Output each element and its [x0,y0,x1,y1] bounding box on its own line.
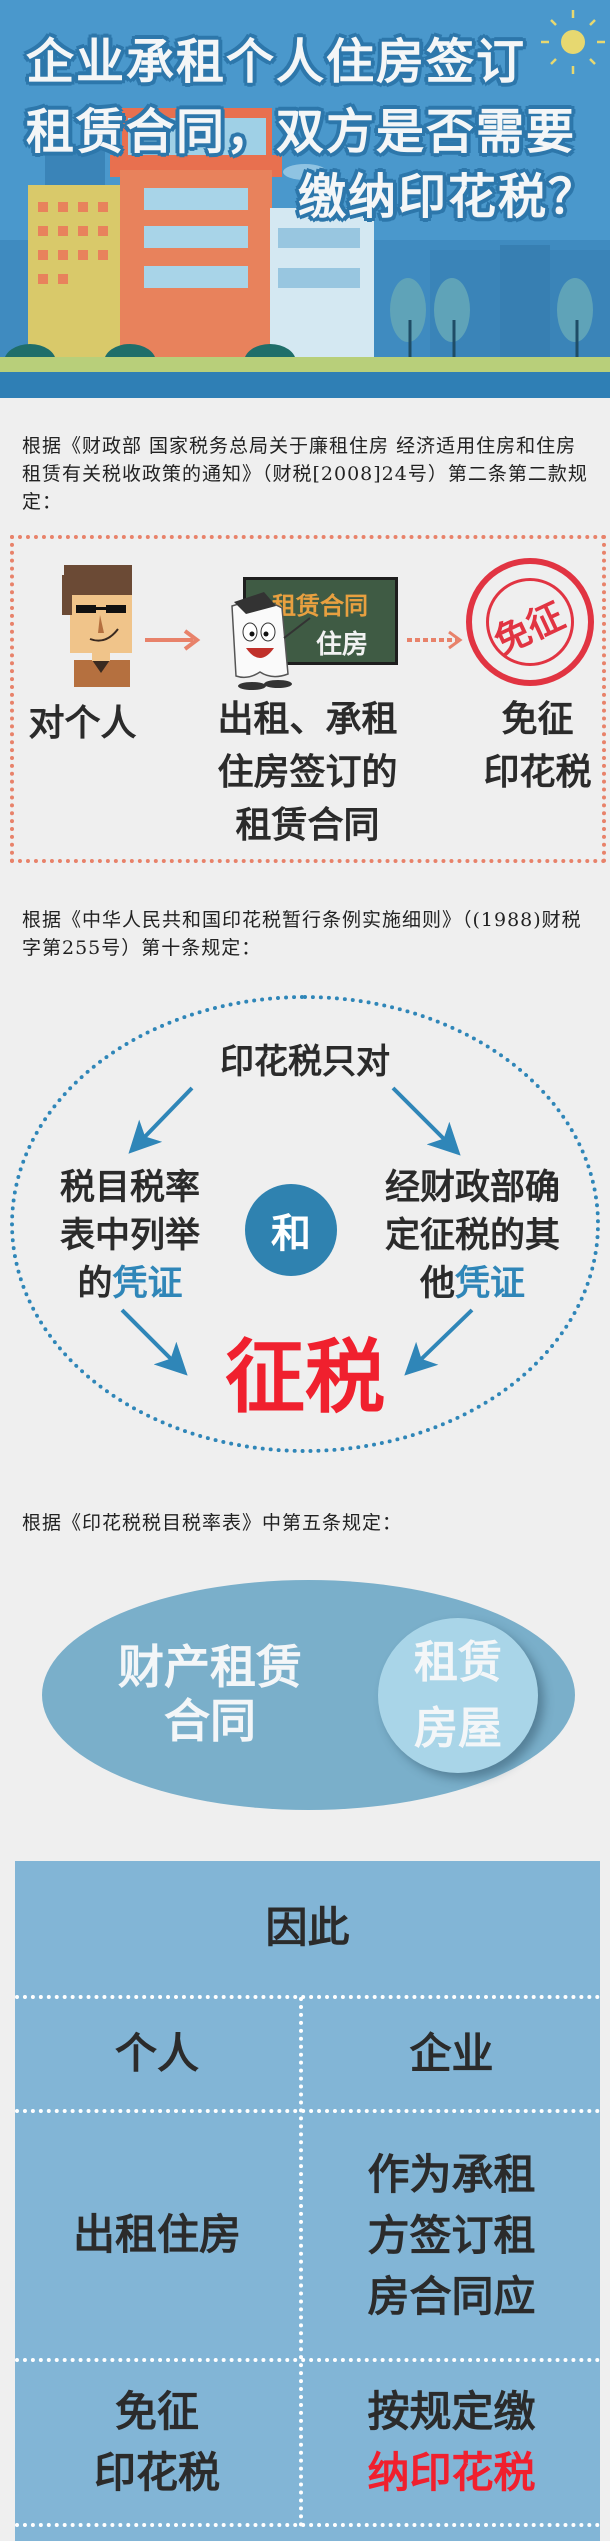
arrow-top-right [391,1086,461,1156]
house-lease-line-2: 房屋 [414,1703,502,1754]
house-lease-circle [378,1618,538,1773]
house-lease-label: 租赁 房屋 [388,1630,528,1762]
other-line-2: 定征税的其 [384,1216,560,1256]
chalkboard-title: 租赁合同 [272,592,368,620]
enterprise-line-2: 方签订租 [367,2211,536,2260]
property-lease-line-2: 合同 [164,1694,256,1748]
individual-result-line-2: 印花税 [93,2448,220,2497]
and-circle: 和 [245,1184,337,1276]
other-prefix: 他 [419,1264,455,1304]
chalkboard-subtitle: 住房 [316,630,369,660]
other-line-3: 他凭证 [365,1260,580,1308]
enterprise-line-1: 作为承租 [367,2150,536,2199]
enterprise-lessee: 作为承租 方签订租 房合同应 [303,2113,600,2358]
arrow-bottom-right [404,1308,474,1376]
label-exempt-line-2: 印花税 [483,752,592,793]
cloud-icon [283,164,327,180]
flow-arrows [120,1086,474,1376]
contract-scroll-character-icon [231,592,311,690]
listed-prefix: 的 [77,1264,113,1304]
individual-result-line-1: 免征 [114,2387,199,2436]
label-lease-contract: 出租、承租 住房签订的 租赁合同 [195,693,420,852]
sun-icon [541,10,605,74]
listed-highlight: 凭证 [112,1264,183,1304]
title-line-3: 缴纳印花税？ [297,169,598,225]
arrow-top-left [128,1086,194,1154]
label-exempt: 免征 印花税 [470,693,605,799]
label-exempt-line-1: 免征 [501,699,574,740]
enterprise-result: 按规定缴 纳印花税 [303,2362,600,2522]
divider-4 [15,2523,600,2527]
taxation-ellipse [10,995,600,1453]
label-individual: 对个人 [28,703,137,744]
column-divider [299,1997,303,2527]
column-header-enterprise: 企业 [409,2028,494,2078]
arrow-right-icon [145,629,201,651]
property-lease-line-1: 财产租赁 [118,1640,302,1694]
arrow-bottom-left [120,1308,188,1376]
column-header-individual: 个人 [114,2028,199,2078]
citation-3: 根据《印花税税目税率表》中第五条规定： [22,1512,403,1534]
person-icon [62,565,132,687]
other-highlight: 凭证 [455,1264,526,1304]
listed-vouchers-label: 税目税率 表中列举 的凭证 [35,1164,225,1308]
dotted-arrow-icon [407,630,463,650]
divider-2 [15,2109,600,2113]
listed-line-1: 税目税率 [59,1168,200,1208]
levy-tax-label: 征税 [225,1331,385,1424]
header-banner: 企业承租个人住房签订 租赁合同，双方是否需要 缴纳印花税？ [0,0,610,398]
property-lease-label: 财产租赁 合同 [95,1640,325,1748]
city-illustration [0,10,610,398]
exemption-box [10,535,606,863]
divider-3 [15,2358,600,2362]
house-lease-line-1: 租赁 [414,1637,502,1688]
title-line-2: 租赁合同，双方是否需要 [26,104,577,160]
other-vouchers-label: 经财政部确 定征税的其 他凭证 [365,1164,580,1308]
enterprise-result-line-1: 按规定缴 [367,2387,536,2436]
label-lease-line-1: 出租、承租 [217,699,398,740]
exempt-stamp: 免征 [466,558,594,686]
enterprise-result-line-2: 纳印花税 [367,2448,536,2497]
listed-line-3: 的凭证 [35,1260,225,1308]
label-lease-line-2: 住房签订的 [217,752,398,793]
divider-1 [15,1995,600,1999]
conclusion-title: 因此 [265,1902,350,1952]
label-lease-line-3: 租赁合同 [235,805,380,846]
citation-1: 根据《财政部 国家税务总局关于廉租住房 经济适用住房和住房租赁有关税收政策的通知… [22,435,588,513]
citation-2: 根据《中华人民共和国印花税暂行条例实施细则》（(1988)财税字第255号）第十… [22,909,582,959]
stamp-tax-only-label: 印花税只对 [220,1042,390,1082]
individual-result: 免征 印花税 [15,2362,299,2522]
enterprise-line-3: 房合同应 [367,2272,536,2321]
conclusion-table [15,1861,600,2541]
and-label: 和 [271,1211,311,1257]
other-line-1: 经财政部确 [384,1168,560,1208]
title-line-1: 企业承租个人住房签订 [26,34,527,90]
individual-rent-out: 出租住房 [72,2210,241,2260]
listed-line-2: 表中列举 [59,1216,200,1256]
